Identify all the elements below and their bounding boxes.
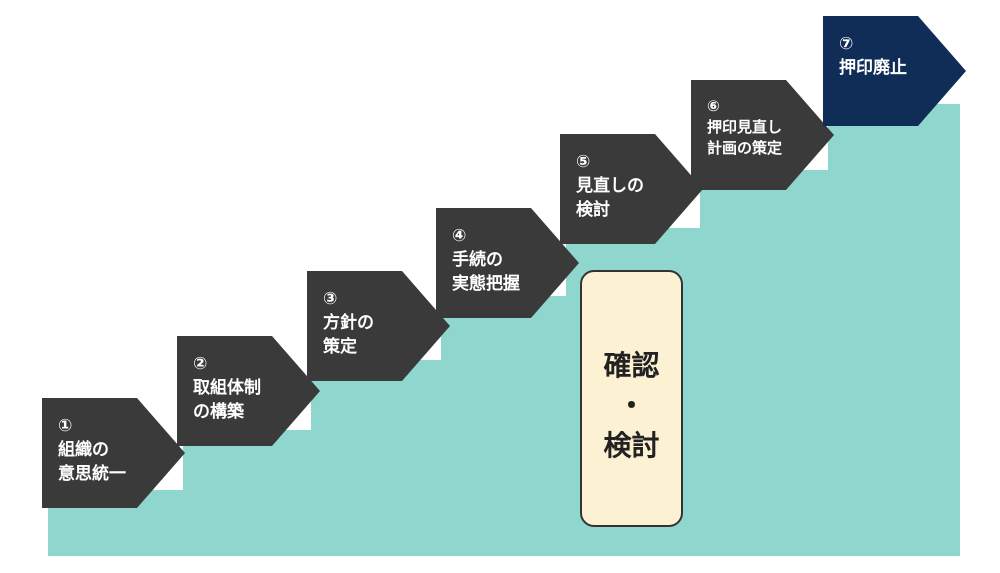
- step-1-line2: 意思統一: [58, 464, 126, 484]
- review-box: 確認 ・ 検討: [580, 270, 683, 527]
- step-7-number: ⑦: [839, 34, 854, 54]
- stair-block-7: [828, 104, 960, 556]
- step-1-number: ①: [58, 416, 73, 436]
- step-4-line1: 手続の: [452, 250, 503, 270]
- step-3-line2: 策定: [323, 337, 357, 357]
- chevron-shape: [436, 208, 579, 318]
- step-7-line1: 押印廃止: [839, 58, 907, 78]
- step-4-chevron: ④ 手続の 実態把握: [436, 208, 581, 318]
- step-3-line1: 方針の: [323, 313, 374, 333]
- step-5-line2: 検討: [576, 200, 610, 220]
- chevron-shape: [42, 398, 185, 508]
- step-1-line1: 組織の: [58, 440, 109, 460]
- step-2-label: ② 取組体制 の構築: [193, 352, 261, 424]
- stair-block-2: [183, 430, 311, 556]
- review-text-2: ・: [617, 389, 646, 422]
- chevron-shape: [177, 336, 320, 446]
- stair-block-6: [700, 170, 828, 556]
- stair-block-3: [311, 360, 441, 556]
- step-2-line2: の構築: [193, 402, 244, 422]
- step-3-label: ③ 方針の 策定: [323, 287, 374, 359]
- chevron-shape: [307, 271, 450, 381]
- step-2-number: ②: [193, 354, 208, 374]
- step-1-chevron: ① 組織の 意思統一: [42, 398, 187, 508]
- step-4-line2: 実態把握: [452, 274, 520, 294]
- step-1-label: ① 組織の 意思統一: [58, 414, 126, 486]
- review-text-1: 確認: [603, 349, 660, 382]
- step-6-label: ⑥ 押印見直し 計画の策定: [707, 96, 782, 159]
- step-6-number: ⑥: [707, 97, 720, 115]
- step-6-chevron: ⑥ 押印見直し 計画の策定: [691, 80, 836, 190]
- step-2-line1: 取組体制: [193, 378, 261, 398]
- step-2-chevron: ② 取組体制 の構築: [177, 336, 322, 446]
- step-4-number: ④: [452, 226, 467, 246]
- step-6-line1: 押印見直し: [707, 118, 783, 136]
- step-4-label: ④ 手続の 実態把握: [452, 224, 520, 296]
- step-6-line2: 計画の策定: [707, 139, 783, 157]
- chevron-shape: [823, 16, 966, 126]
- step-5-line1: 見直しの: [576, 176, 644, 196]
- step-7-label: ⑦ 押印廃止: [839, 32, 907, 80]
- step-7-chevron: ⑦ 押印廃止: [823, 16, 968, 126]
- chevron-shape: [691, 80, 834, 190]
- step-3-chevron: ③ 方針の 策定: [307, 271, 452, 381]
- step-5-number: ⑤: [576, 152, 591, 172]
- review-text-3: 検討: [603, 429, 660, 462]
- step-5-chevron: ⑤ 見直しの 検討: [560, 134, 705, 244]
- chevron-shape: [560, 134, 703, 244]
- step-5-label: ⑤ 見直しの 検討: [576, 150, 644, 222]
- stair-block-4: [441, 296, 566, 556]
- step-3-number: ③: [323, 289, 338, 309]
